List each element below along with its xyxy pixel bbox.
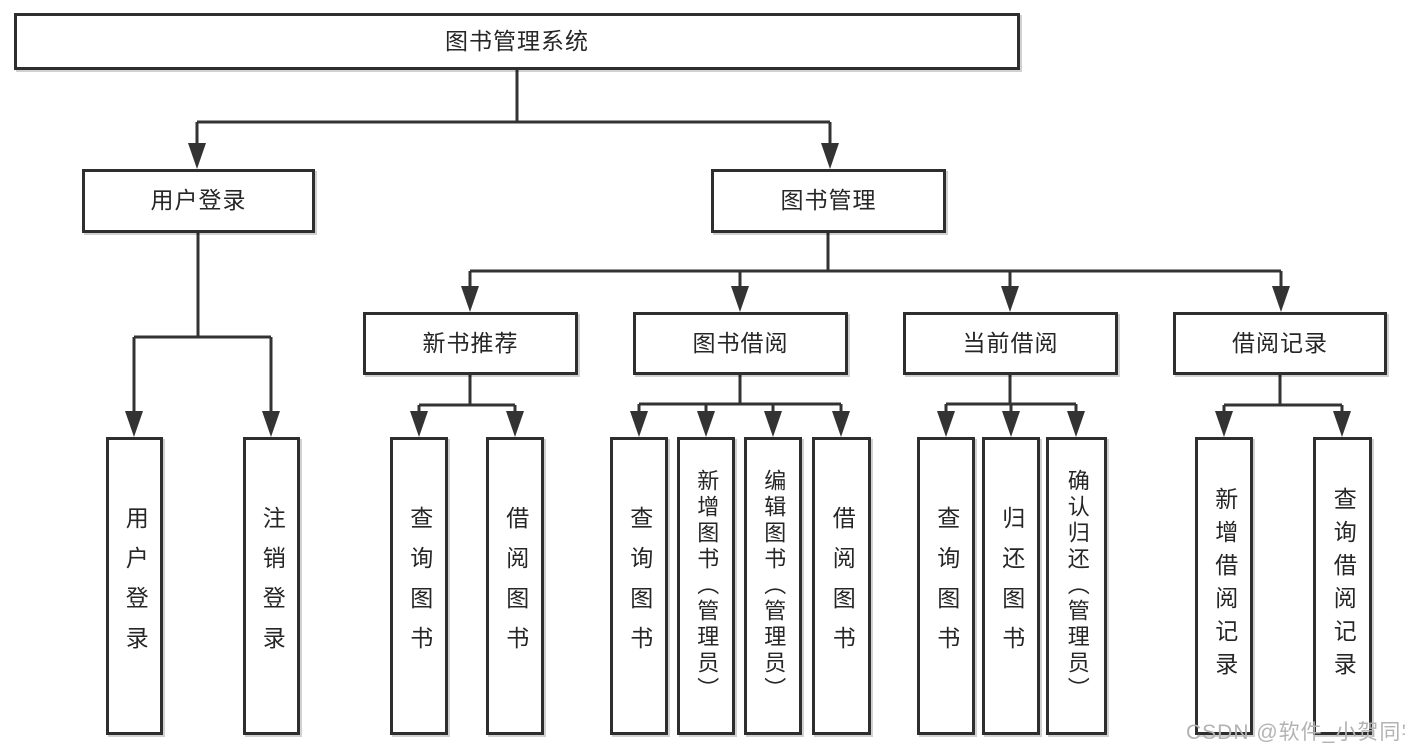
node-borrow-records: 借阅记录 bbox=[1173, 312, 1387, 375]
leaf-query-books: 查询图书 bbox=[917, 437, 975, 735]
node-book-borrowing: 图书借阅 bbox=[633, 312, 848, 375]
leaf-query-borrow-record: 查询借阅记录 bbox=[1313, 437, 1372, 735]
csdn-watermark: CSDN @软件_小贺同学 bbox=[1186, 721, 1405, 744]
leaf-query-books: 查询图书 bbox=[390, 437, 448, 735]
leaf-user-login: 用户登录 bbox=[106, 437, 163, 735]
node-library-system: 图书管理系统 bbox=[14, 13, 1020, 70]
leaf-return-books: 归还图书 bbox=[982, 437, 1040, 735]
leaf-add-borrow-record: 新增借阅记录 bbox=[1195, 437, 1253, 735]
leaf-add-books-admin: 新增图书（管理员） bbox=[677, 437, 735, 735]
leaf-query-books: 查询图书 bbox=[610, 437, 668, 735]
leaf-borrow-books: 借阅图书 bbox=[812, 437, 871, 735]
leaf-logout: 注销登录 bbox=[243, 437, 300, 735]
leaf-confirm-return-admin: 确认归还（管理员） bbox=[1046, 437, 1107, 735]
node-new-book-recommend: 新书推荐 bbox=[363, 312, 578, 375]
leaf-edit-books-admin: 编辑图书（管理员） bbox=[744, 437, 802, 735]
node-current-borrowing: 当前借阅 bbox=[903, 312, 1118, 375]
leaf-borrow-books: 借阅图书 bbox=[486, 437, 544, 735]
node-book-management: 图书管理 bbox=[711, 169, 946, 233]
node-user-login: 用户登录 bbox=[82, 169, 315, 233]
